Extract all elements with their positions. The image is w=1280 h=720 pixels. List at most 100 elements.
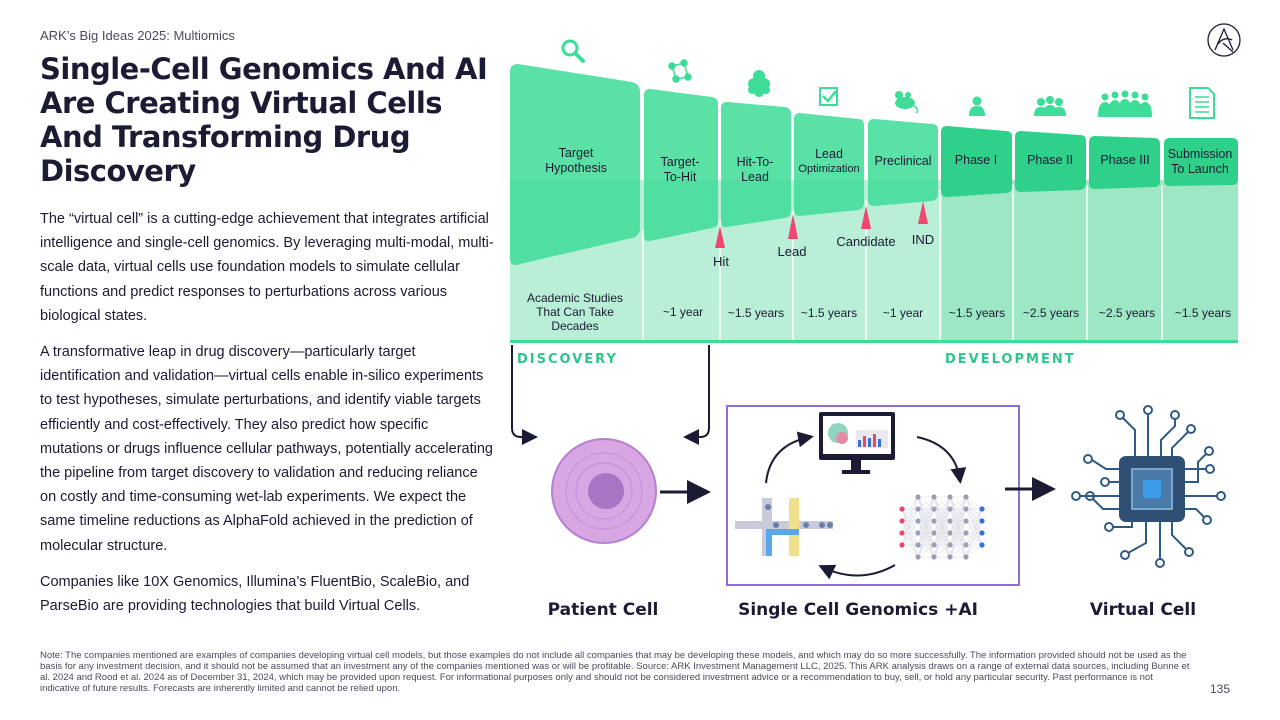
stage-shape-target-to-hit [644,89,718,242]
nn-node [979,542,985,548]
nn-node [963,518,969,524]
nn-node [899,542,905,548]
nn-node [931,554,937,560]
nn-node [899,518,905,524]
nn-node [899,506,905,512]
stage-label: Phase I [955,153,997,167]
durations: Academic Studies That Can Take Decades ~… [527,291,1231,333]
nn-node [963,530,969,536]
patient-cell-label: Patient Cell [548,600,659,620]
magnifier-icon [561,39,585,63]
stage-label: To-Hit [664,170,697,184]
nn-node [931,506,937,512]
stage-shape-hit-to-lead [721,102,791,228]
stage-shapes [510,64,1238,266]
nn-node [899,530,905,536]
duration-label: ~1.5 years [1175,306,1231,320]
nn-node [963,494,969,500]
duration-label: That Can Take [536,305,614,319]
patient-cell-icon [551,438,657,544]
nn-node [931,542,937,548]
body-paragraph: Companies like 10X Genomics, Illumina’s … [40,573,470,615]
milestone-marker-lead [788,214,798,239]
stage-icons [561,39,1215,119]
nn-node [947,506,953,512]
page-number: 135 [1210,682,1231,696]
body-text: The “virtual cell” is a cutting-edge ach… [40,207,495,630]
nn-node [931,518,937,524]
pipeline-baseline [510,340,1238,343]
milestone-marker-hit [715,226,725,248]
crowd-icon [1098,90,1152,117]
duration-label: Academic Studies [527,291,623,305]
neural-network-icon [899,494,985,560]
cycle-arrow [765,431,814,484]
stage-shape-preclinical [868,119,938,206]
duration-label: ~2.5 years [1023,306,1079,320]
group-icon [1034,96,1066,116]
milestone-label: Candidate [836,234,895,249]
nn-node [947,530,953,536]
cycle-arrow [818,564,896,580]
checkbox-icon [819,87,838,106]
milestones: Hit Lead Candidate IND [713,201,934,269]
microfluidics-icon [735,498,833,556]
stage-label: Target [559,146,594,160]
document-icon [1189,87,1215,119]
nn-node [947,518,953,524]
nn-node [979,506,985,512]
duration-label: ~2.5 years [1099,306,1155,320]
footnote: Note: The companies mentioned are exampl… [40,650,1190,694]
stage-label: Phase II [1027,153,1073,167]
nn-node [915,554,921,560]
duration-label: ~1.5 years [801,306,857,320]
molecule-network-icon [668,59,692,83]
nn-node [931,530,937,536]
duration-label: ~1.5 years [728,306,784,320]
virtual-cell-chip-icon [1071,405,1226,568]
genomics-ai-label: Single Cell Genomics +AI [738,600,978,620]
nn-node [915,494,921,500]
stage-label: To Launch [1171,162,1229,176]
stage-label: Optimization [798,163,859,175]
virtual-cell-label: Virtual Cell [1090,600,1196,620]
phase-label-discovery: DISCOVERY [517,352,618,367]
stage-label: Hypothesis [545,161,607,175]
nn-node [915,506,921,512]
body-paragraph: The “virtual cell” is a cutting-edge ach… [40,211,494,324]
nn-node [931,494,937,500]
phase-label-development: DEVELOPMENT [945,352,1076,367]
nn-node [947,554,953,560]
milestone-label: IND [912,232,934,247]
stage-label: Submission [1168,147,1233,161]
body-paragraph: A transformative leap in drug discovery—… [40,344,493,554]
stage-shape-phase-1 [941,126,1012,197]
nn-node [947,542,953,548]
page-title: Single-Cell Genomics And AI Are Creating… [40,52,488,188]
header-kicker: ARK’s Big Ideas 2025: Multiomics [40,28,235,43]
nn-node [947,494,953,500]
nn-node [915,530,921,536]
duration-label: ~1 year [663,305,703,319]
milestone-label: Lead [778,244,807,259]
duration-label: ~1 year [883,306,923,320]
stage-shape-phase-3 [1089,136,1160,189]
stage-shape-lead-optimization [794,113,864,216]
stage-label: Target- [661,155,700,169]
stage-label: Preclinical [875,154,932,168]
stage-label: Lead [815,147,843,161]
nn-node [963,506,969,512]
nn-node [979,518,985,524]
cycle-arrow [916,436,967,484]
stage-label: Lead [741,170,769,184]
nn-node [915,542,921,548]
connector-arrow-right [683,345,710,445]
milestone-marker-ind [918,201,928,224]
person-icon [969,96,985,116]
nn-node [979,530,985,536]
connector-arrow-left [511,345,538,445]
nn-node [963,542,969,548]
stage-shape-target-hypothesis [510,64,640,266]
milestone-marker-candidate [861,206,871,229]
